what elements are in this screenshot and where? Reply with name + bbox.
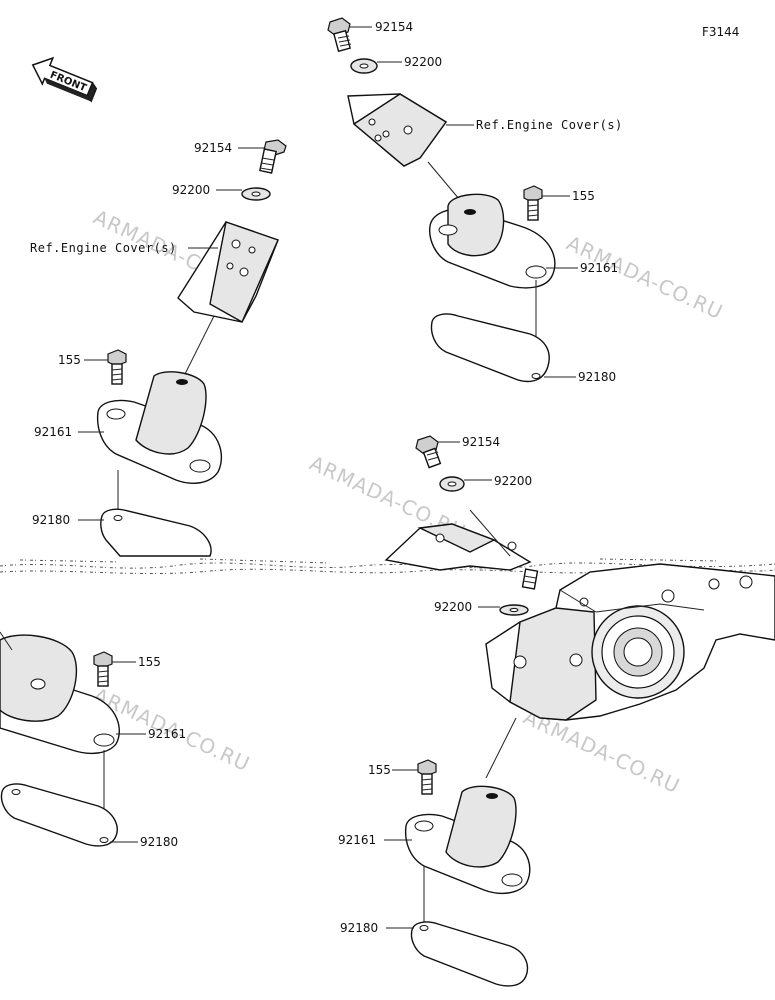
bolt-icon [327, 17, 352, 53]
part-number-92200-b: 92200 [172, 183, 210, 197]
watermark-2: ARMADA-CO.RU [563, 231, 727, 325]
bolt-icon [523, 185, 543, 221]
part-number-92161-c: 92161 [148, 727, 186, 741]
engine-cover-bracket [347, 93, 448, 167]
part-number-92200-d: 92200 [434, 600, 472, 614]
engine-mount-icon [429, 193, 556, 289]
engine-cover-bracket [177, 221, 279, 323]
part-number-92180-c: 92180 [140, 835, 178, 849]
part-number-92180-b: 92180 [32, 513, 70, 527]
gasket-plate-icon [410, 921, 529, 987]
engine-mount-icon [404, 785, 531, 895]
gasket-plate-icon [100, 508, 212, 557]
ref-engine-cover-label-b: Ref.Engine Cover(s) [30, 241, 177, 255]
bolt-icon [259, 139, 287, 174]
engine-casing [485, 563, 775, 721]
mount-group-top-left: 92154 92200 Ref.Engine Cover(s) 92161 [30, 139, 287, 557]
part-number-155-c: 155 [138, 655, 161, 669]
bolt-icon [415, 435, 442, 469]
part-number-92154-b: 92154 [194, 141, 232, 155]
engine-cover-bracket [384, 523, 532, 571]
engine-mount-icon [0, 634, 120, 755]
part-number-92200-c: 92200 [494, 474, 532, 488]
part-number-155-d: 155 [368, 763, 391, 777]
engine-mount-icon [96, 371, 222, 484]
part-number-92161-b: 92161 [34, 425, 72, 439]
mount-group-top-right: 92154 92200 Ref.Engine Cover(s) 92161 [327, 17, 623, 384]
ref-engine-cover-label-a: Ref.Engine Cover(s) [476, 118, 623, 132]
bolt-icon [417, 759, 437, 795]
bolt-icon [107, 349, 127, 385]
bolt-icon [521, 568, 539, 590]
mount-group-lower-left: 155 92161 92180 [0, 631, 186, 849]
part-number-92161-d: 92161 [338, 833, 376, 847]
part-number-92180-d: 92180 [340, 921, 378, 935]
part-number-155-b: 155 [58, 353, 81, 367]
figure-code: F3144 [702, 25, 739, 39]
part-number-92154-a: 92154 [375, 20, 413, 34]
gasket-plate-icon [430, 313, 550, 383]
part-number-155-a: 155 [572, 189, 595, 203]
gasket-plate-icon [0, 783, 118, 847]
part-number-92180-a: 92180 [578, 370, 616, 384]
part-number-92200-a: 92200 [404, 55, 442, 69]
bolt-icon [93, 651, 113, 687]
front-arrow-icon: FRONT [31, 56, 98, 103]
part-number-92154-c: 92154 [462, 435, 500, 449]
mount-group-center: 92154 92200 [338, 435, 775, 987]
part-number-92161-a: 92161 [580, 261, 618, 275]
